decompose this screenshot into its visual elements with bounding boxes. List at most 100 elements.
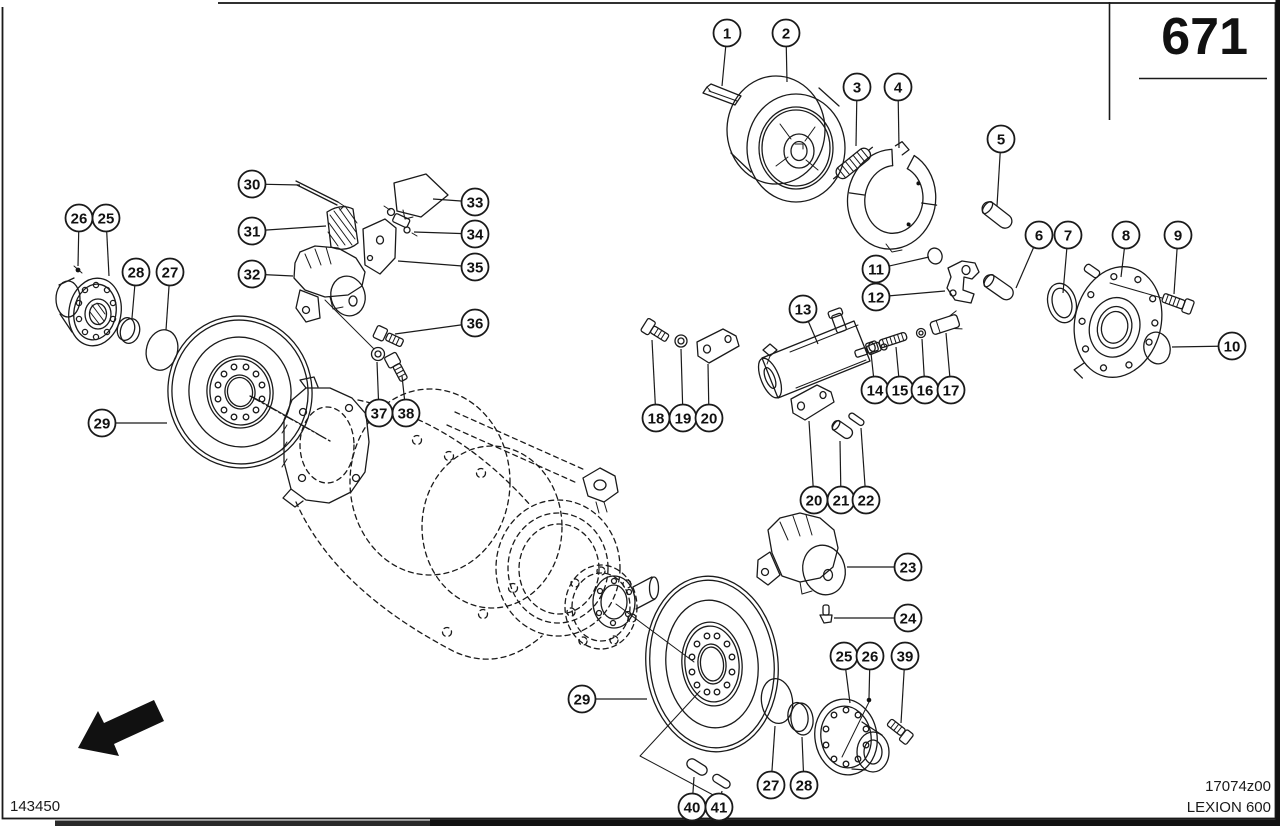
- callout-28: 28: [121, 257, 151, 319]
- brake-caliper-23: [756, 512, 846, 596]
- callout-38: 38: [391, 375, 421, 428]
- svg-text:28: 28: [796, 778, 813, 795]
- svg-text:17: 17: [943, 383, 960, 400]
- pin-22: [848, 412, 865, 427]
- svg-text:34: 34: [467, 227, 484, 244]
- bearing-flange-8: [1073, 263, 1163, 379]
- svg-text:25: 25: [836, 649, 853, 666]
- svg-text:6: 6: [1035, 228, 1043, 245]
- footer-model: LEXION 600: [1187, 799, 1271, 816]
- svg-text:40: 40: [684, 800, 701, 817]
- svg-text:16: 16: [917, 383, 934, 400]
- callout-29: 29: [567, 684, 647, 714]
- brake-pad-31: [326, 205, 359, 250]
- o-ring-10: [1143, 331, 1171, 365]
- callout-30: 30: [237, 169, 301, 199]
- pin-40: [686, 758, 708, 776]
- washer-37: [370, 346, 386, 362]
- brake-disc-29-bottom: [639, 575, 779, 798]
- svg-text:27: 27: [763, 778, 780, 795]
- svg-text:26: 26: [71, 211, 88, 228]
- callout-20: 20: [694, 363, 724, 433]
- svg-text:29: 29: [94, 416, 111, 433]
- brake-drum-2: [726, 75, 846, 203]
- callout-27: 27: [756, 725, 786, 800]
- wheel-hub-25-left: [55, 265, 122, 347]
- direction-arrow-icon: [78, 700, 164, 756]
- callout-10: 10: [1171, 331, 1247, 361]
- svg-text:26: 26: [862, 649, 879, 666]
- o-ring-27-left: [145, 329, 179, 371]
- svg-text:18: 18: [648, 411, 665, 428]
- callout-26: 26: [855, 641, 885, 699]
- callout-4: 4: [883, 72, 913, 149]
- callout-24: 24: [834, 603, 923, 633]
- seal-ring-7: [1046, 282, 1078, 324]
- bolt-38: [384, 351, 408, 382]
- pin-21: [831, 419, 854, 440]
- anchor-plate-35: [362, 218, 397, 275]
- svg-text:14: 14: [867, 383, 884, 400]
- svg-text:21: 21: [833, 493, 850, 510]
- callout-33: 33: [432, 187, 490, 217]
- callout-32: 32: [237, 259, 294, 289]
- svg-text:12: 12: [868, 290, 885, 307]
- callout-39: 39: [890, 641, 920, 724]
- svg-text:13: 13: [795, 302, 812, 319]
- callout-22: 22: [851, 427, 881, 515]
- svg-text:37: 37: [371, 406, 388, 423]
- callout-17: 17: [936, 332, 966, 405]
- key-1: [702, 83, 742, 106]
- callout-23: 23: [847, 552, 923, 582]
- callout-2: 2: [771, 18, 801, 83]
- pin-6: [982, 273, 1014, 301]
- cap-28-bottom: [787, 701, 814, 736]
- svg-text:11: 11: [868, 262, 884, 279]
- svg-text:29: 29: [574, 692, 591, 709]
- o-ring-27-bottom: [760, 677, 794, 725]
- callout-36: 36: [394, 308, 490, 338]
- callout-31: 31: [237, 216, 327, 246]
- callout-16: 16: [910, 338, 940, 405]
- brake-shoes-4: [846, 141, 938, 253]
- callout-34: 34: [413, 219, 490, 249]
- callout-37: 37: [364, 361, 394, 428]
- pin-5: [981, 201, 1013, 229]
- callout-26: 26: [64, 203, 94, 267]
- svg-text:36: 36: [467, 316, 484, 333]
- svg-text:35: 35: [467, 260, 484, 277]
- pin-41: [712, 773, 731, 789]
- callout-8: 8: [1111, 220, 1141, 278]
- brake-disc-29-top: [167, 315, 313, 469]
- nut-19: [674, 334, 688, 348]
- rod-assembly-14-17: [854, 310, 963, 358]
- hardware-34: [383, 205, 418, 237]
- svg-text:31: 31: [244, 224, 261, 241]
- svg-text:32: 32: [244, 267, 261, 284]
- svg-text:10: 10: [1224, 339, 1241, 356]
- bolt-24: [819, 604, 833, 624]
- callout-1: 1: [712, 18, 742, 87]
- callout-7: 7: [1053, 220, 1083, 294]
- svg-text:15: 15: [892, 383, 909, 400]
- callout-28: 28: [789, 736, 819, 800]
- callout-15: 15: [885, 346, 915, 405]
- svg-text:22: 22: [858, 493, 875, 510]
- svg-text:7: 7: [1064, 228, 1072, 245]
- svg-text:39: 39: [897, 649, 914, 666]
- bolt-9: [1161, 293, 1195, 315]
- transmission-housing: [249, 376, 695, 663]
- page-number: 671: [1161, 8, 1248, 66]
- callout-19: 19: [668, 348, 698, 433]
- callout-20: 20: [799, 420, 829, 515]
- callout-21: 21: [826, 440, 856, 515]
- wheel-hub-25-bottom: [814, 697, 914, 776]
- svg-text:24: 24: [900, 611, 917, 628]
- svg-text:23: 23: [900, 560, 917, 577]
- bolt-36: [372, 325, 404, 347]
- callout-11: 11: [861, 254, 930, 284]
- svg-text:3: 3: [853, 80, 861, 97]
